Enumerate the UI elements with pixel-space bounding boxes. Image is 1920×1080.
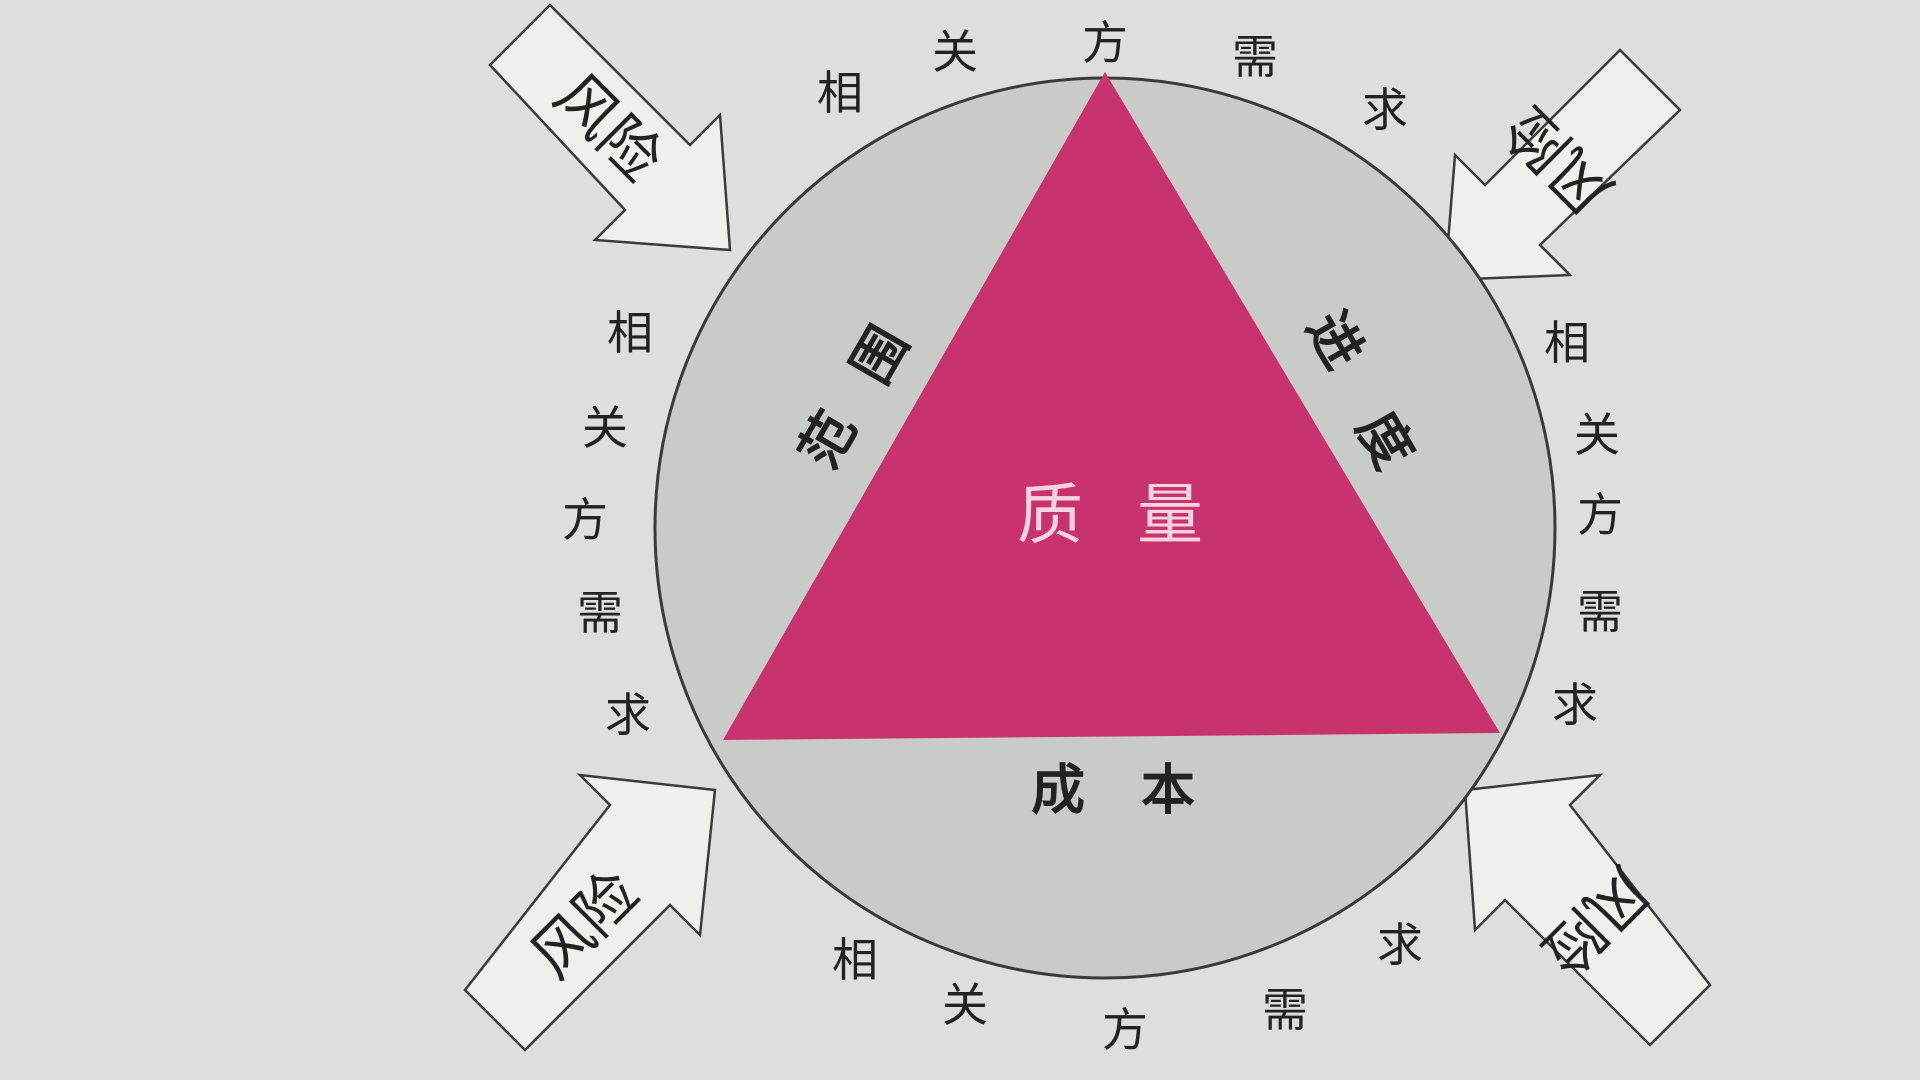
stakeholder-char: 关 <box>582 401 628 455</box>
stakeholder-char: 关 <box>942 978 988 1032</box>
stakeholder-char: 相 <box>1544 316 1590 370</box>
stakeholder-char: 相 <box>817 66 863 120</box>
risk-arrow-bottom-left <box>463 773 717 1052</box>
stakeholder-char: 方 <box>1082 16 1128 70</box>
risk-arrow-bottom-right <box>1463 773 1712 1047</box>
stakeholder-char: 需 <box>1262 983 1308 1037</box>
edge-label-cost: 成 本 <box>1031 759 1195 822</box>
risk-arrow-top-right <box>1443 48 1682 282</box>
quality-triangle <box>723 72 1500 740</box>
stakeholder-char: 需 <box>577 586 623 640</box>
edge-char: 成 <box>1031 759 1085 822</box>
center-label-quality: 质 量 <box>1017 477 1203 554</box>
stakeholder-char: 方 <box>1577 488 1623 542</box>
stakeholder-text-left: 相 关 方 需 求 <box>562 306 653 742</box>
stakeholder-char: 需 <box>1577 585 1623 639</box>
stakeholder-char: 方 <box>1102 1003 1148 1057</box>
stakeholder-char: 相 <box>607 306 653 360</box>
center-char: 质 <box>1017 477 1083 554</box>
stakeholder-char: 需 <box>1232 30 1278 84</box>
edge-char: 本 <box>1141 759 1195 822</box>
stakeholder-char: 方 <box>562 493 608 547</box>
stakeholder-char: 求 <box>1377 918 1423 972</box>
stakeholder-text-right: 相 关 方 需 求 <box>1544 316 1623 732</box>
stakeholder-char: 相 <box>832 933 878 987</box>
stakeholder-char: 关 <box>1574 408 1620 462</box>
center-char: 量 <box>1137 477 1203 554</box>
stakeholder-char: 关 <box>932 25 978 79</box>
stakeholder-char: 求 <box>1362 83 1408 137</box>
stakeholder-char: 求 <box>1552 678 1598 732</box>
stakeholder-text-top: 相 关 方 需 求 <box>817 16 1408 137</box>
risk-arrow-top-left <box>488 3 732 252</box>
stakeholder-text-bottom: 相 关 方 需 求 <box>832 918 1423 1057</box>
stakeholder-char: 求 <box>605 688 651 742</box>
risk-arrows <box>463 3 1712 1052</box>
